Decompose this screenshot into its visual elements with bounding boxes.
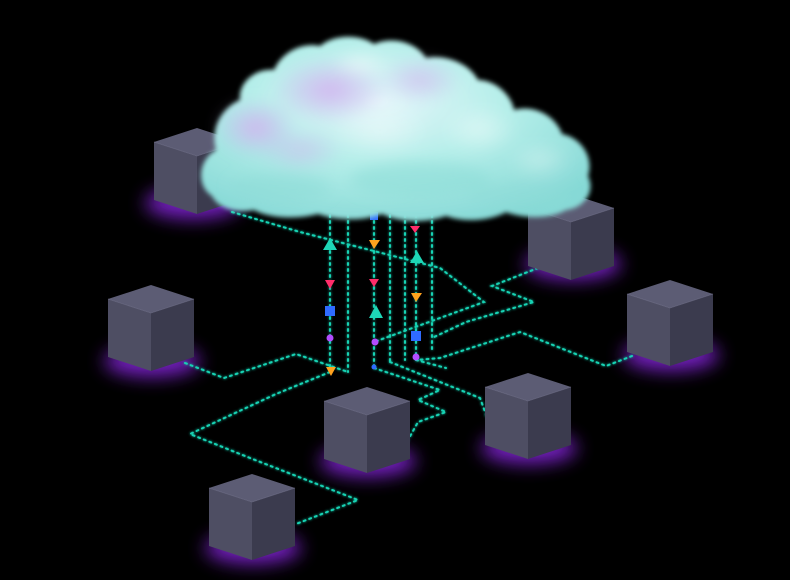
packet-triangle-icon (326, 367, 336, 376)
server-glows (104, 187, 719, 564)
cloud (201, 36, 591, 222)
packet-triangle-icon (369, 279, 379, 287)
packet-triangle-icon (411, 293, 422, 302)
packet-circle-icon (412, 353, 420, 361)
server-cube-3 (107, 284, 195, 372)
packet-triangle-icon (410, 226, 420, 233)
packet-circle-icon (371, 364, 377, 370)
packet-square-icon (325, 306, 335, 316)
packet-square-icon (411, 331, 421, 341)
server-cube-6 (323, 386, 411, 474)
packet-triangle-icon (369, 305, 383, 318)
packet-circle-icon (371, 338, 379, 346)
server-cube-5 (484, 372, 572, 460)
server-cube-4 (626, 279, 714, 367)
packet-triangle-icon (410, 251, 424, 263)
packet-triangle-icon (369, 240, 380, 249)
packet-circle-icon (326, 334, 334, 342)
data-packets (323, 212, 424, 376)
server-cube-7 (208, 473, 296, 561)
packet-triangle-icon (323, 238, 337, 250)
packet-triangle-icon (325, 280, 335, 289)
